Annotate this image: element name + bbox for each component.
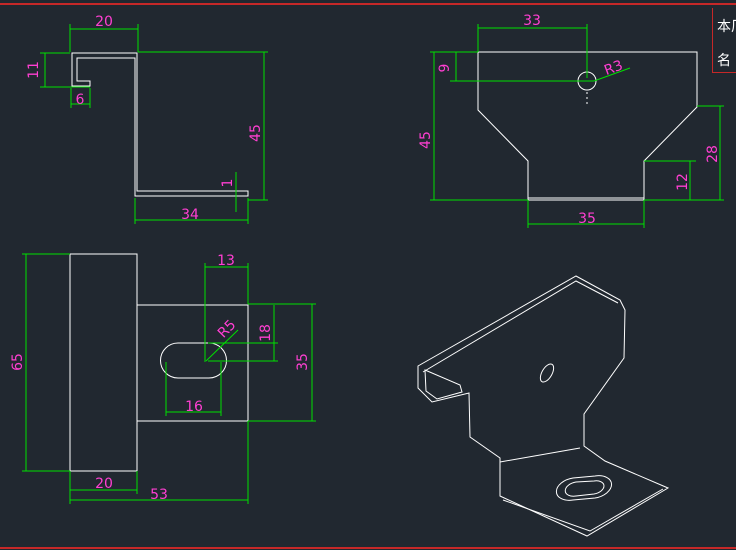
dim-35-right: 35 bbox=[295, 353, 311, 371]
dim-20-bottom: 20 bbox=[95, 476, 113, 492]
dim-35-bottom: 35 bbox=[578, 211, 596, 227]
top-view-dimensions bbox=[22, 253, 316, 504]
dim-1: 1 bbox=[220, 179, 236, 188]
dim-11: 11 bbox=[26, 61, 42, 79]
dim-45-right: 45 bbox=[418, 131, 434, 149]
dim-53: 53 bbox=[150, 487, 168, 503]
dim-34: 34 bbox=[181, 207, 199, 223]
dim-65: 65 bbox=[10, 353, 26, 371]
side-view-dimensions bbox=[430, 24, 724, 228]
dim-r3: R3 bbox=[602, 58, 625, 79]
dim-33: 33 bbox=[523, 13, 541, 29]
dim-28: 28 bbox=[705, 145, 721, 163]
dim-45-left: 45 bbox=[248, 124, 264, 142]
dim-9: 9 bbox=[437, 64, 453, 73]
top-view-outline bbox=[69, 253, 249, 472]
dim-6: 6 bbox=[76, 92, 85, 108]
dim-13: 13 bbox=[217, 253, 235, 269]
title-block-row-1: 本厂 bbox=[717, 19, 736, 35]
dim-r5: R5 bbox=[215, 317, 239, 341]
title-block: 本厂 名 bbox=[712, 8, 736, 73]
dim-20-top: 20 bbox=[95, 14, 113, 30]
front-view-dimensions bbox=[40, 24, 268, 224]
dim-18: 18 bbox=[258, 324, 274, 342]
front-view-outline bbox=[71, 52, 249, 197]
isometric-view bbox=[417, 275, 670, 537]
dim-12: 12 bbox=[675, 173, 691, 191]
dim-16: 16 bbox=[185, 399, 203, 415]
dimension-labels: 20 11 6 45 1 34 33 9 R3 45 28 12 35 13 R… bbox=[10, 13, 721, 503]
title-block-row-2: 名 bbox=[717, 53, 731, 69]
drawing-frame bbox=[0, 3, 736, 549]
